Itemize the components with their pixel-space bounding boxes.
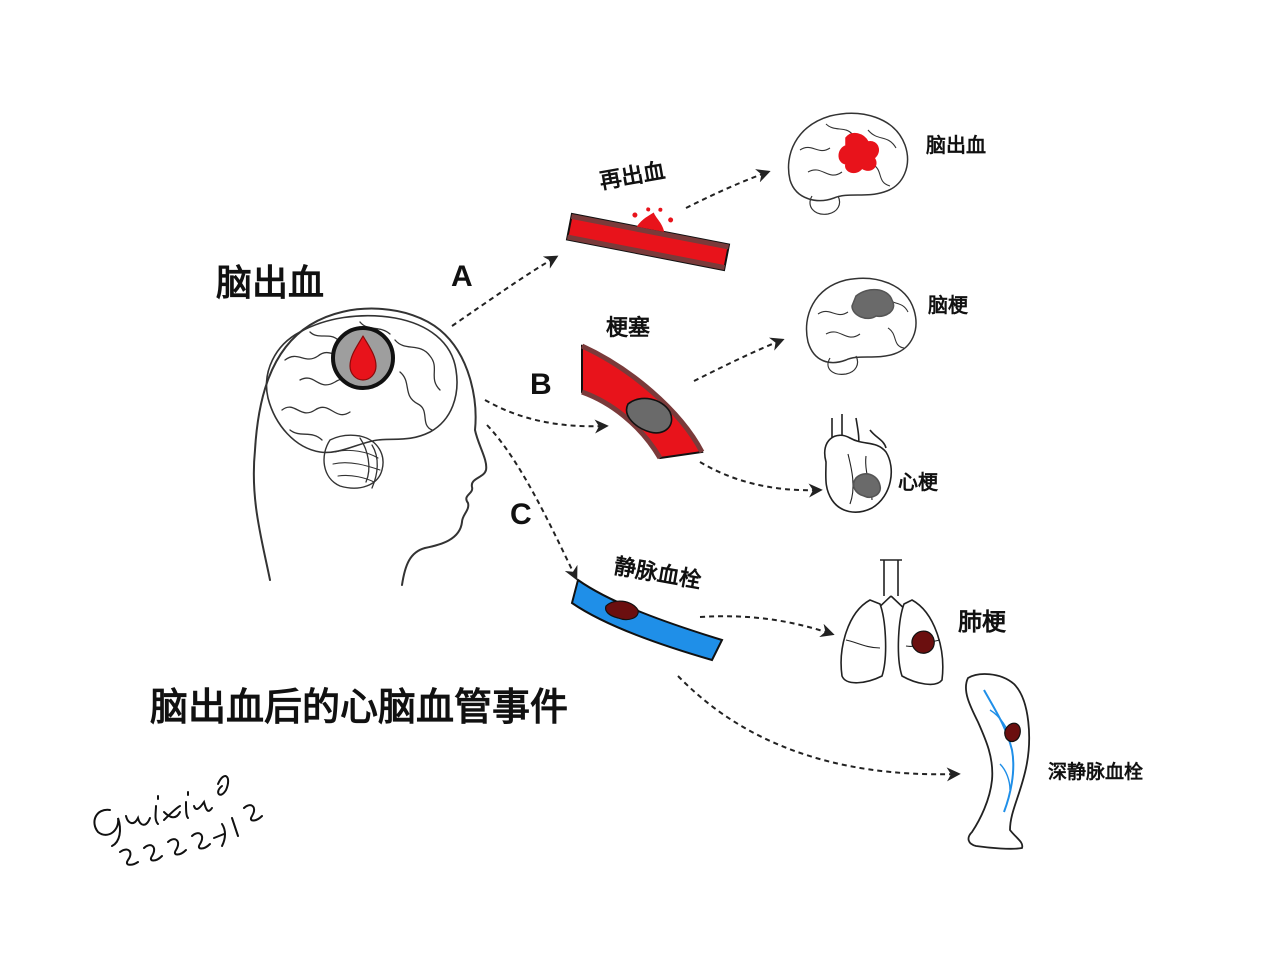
pathway-letter-C: C bbox=[510, 498, 532, 531]
outcome-label-dvt: 深静脉血栓 bbox=[1048, 761, 1144, 783]
arrow-vein-to-lung bbox=[699, 615, 835, 638]
vein-vessel-illustration bbox=[570, 578, 724, 662]
arrow-infarct-to-heart bbox=[699, 461, 823, 498]
arrow-B-to-vessel bbox=[484, 399, 609, 434]
arrow-vein-to-leg bbox=[677, 675, 961, 782]
arrow-A-to-vessel bbox=[451, 255, 559, 327]
infarct-vessel-illustration bbox=[580, 343, 705, 460]
outcome-label-pulmonary-infarction: 肺梗 bbox=[958, 608, 1006, 636]
source-label: 脑出血 bbox=[216, 263, 325, 304]
pathway-letter-A: A bbox=[451, 260, 473, 293]
infarct-brain-illustration bbox=[805, 277, 917, 375]
pathway-arrows bbox=[451, 169, 961, 782]
head-profile-illustration bbox=[252, 307, 488, 586]
pathway-letter-B: B bbox=[530, 368, 552, 401]
heart-illustration bbox=[823, 414, 893, 513]
hemorrhage-brain-illustration bbox=[787, 112, 909, 215]
arrow-C-to-vessel bbox=[486, 424, 578, 581]
arrow-infarct-to-brain bbox=[693, 337, 785, 382]
lungs-illustration bbox=[840, 559, 944, 686]
outcome-label-myocardial-infarction: 心梗 bbox=[898, 470, 938, 494]
rebleed-vessel-illustration bbox=[565, 207, 731, 272]
arrow-rebleed-to-brain bbox=[685, 169, 771, 209]
handwritten-signature bbox=[93, 775, 263, 866]
outcome-label-cerebral-infarction: 脑梗 bbox=[928, 293, 968, 317]
diagram-title: 脑出血后的心脑血管事件 bbox=[150, 685, 569, 729]
outcome-label-hemorrhage: 脑出血 bbox=[926, 133, 986, 157]
leg-illustration bbox=[965, 673, 1030, 850]
vessel-label-infarct: 梗塞 bbox=[606, 316, 651, 341]
